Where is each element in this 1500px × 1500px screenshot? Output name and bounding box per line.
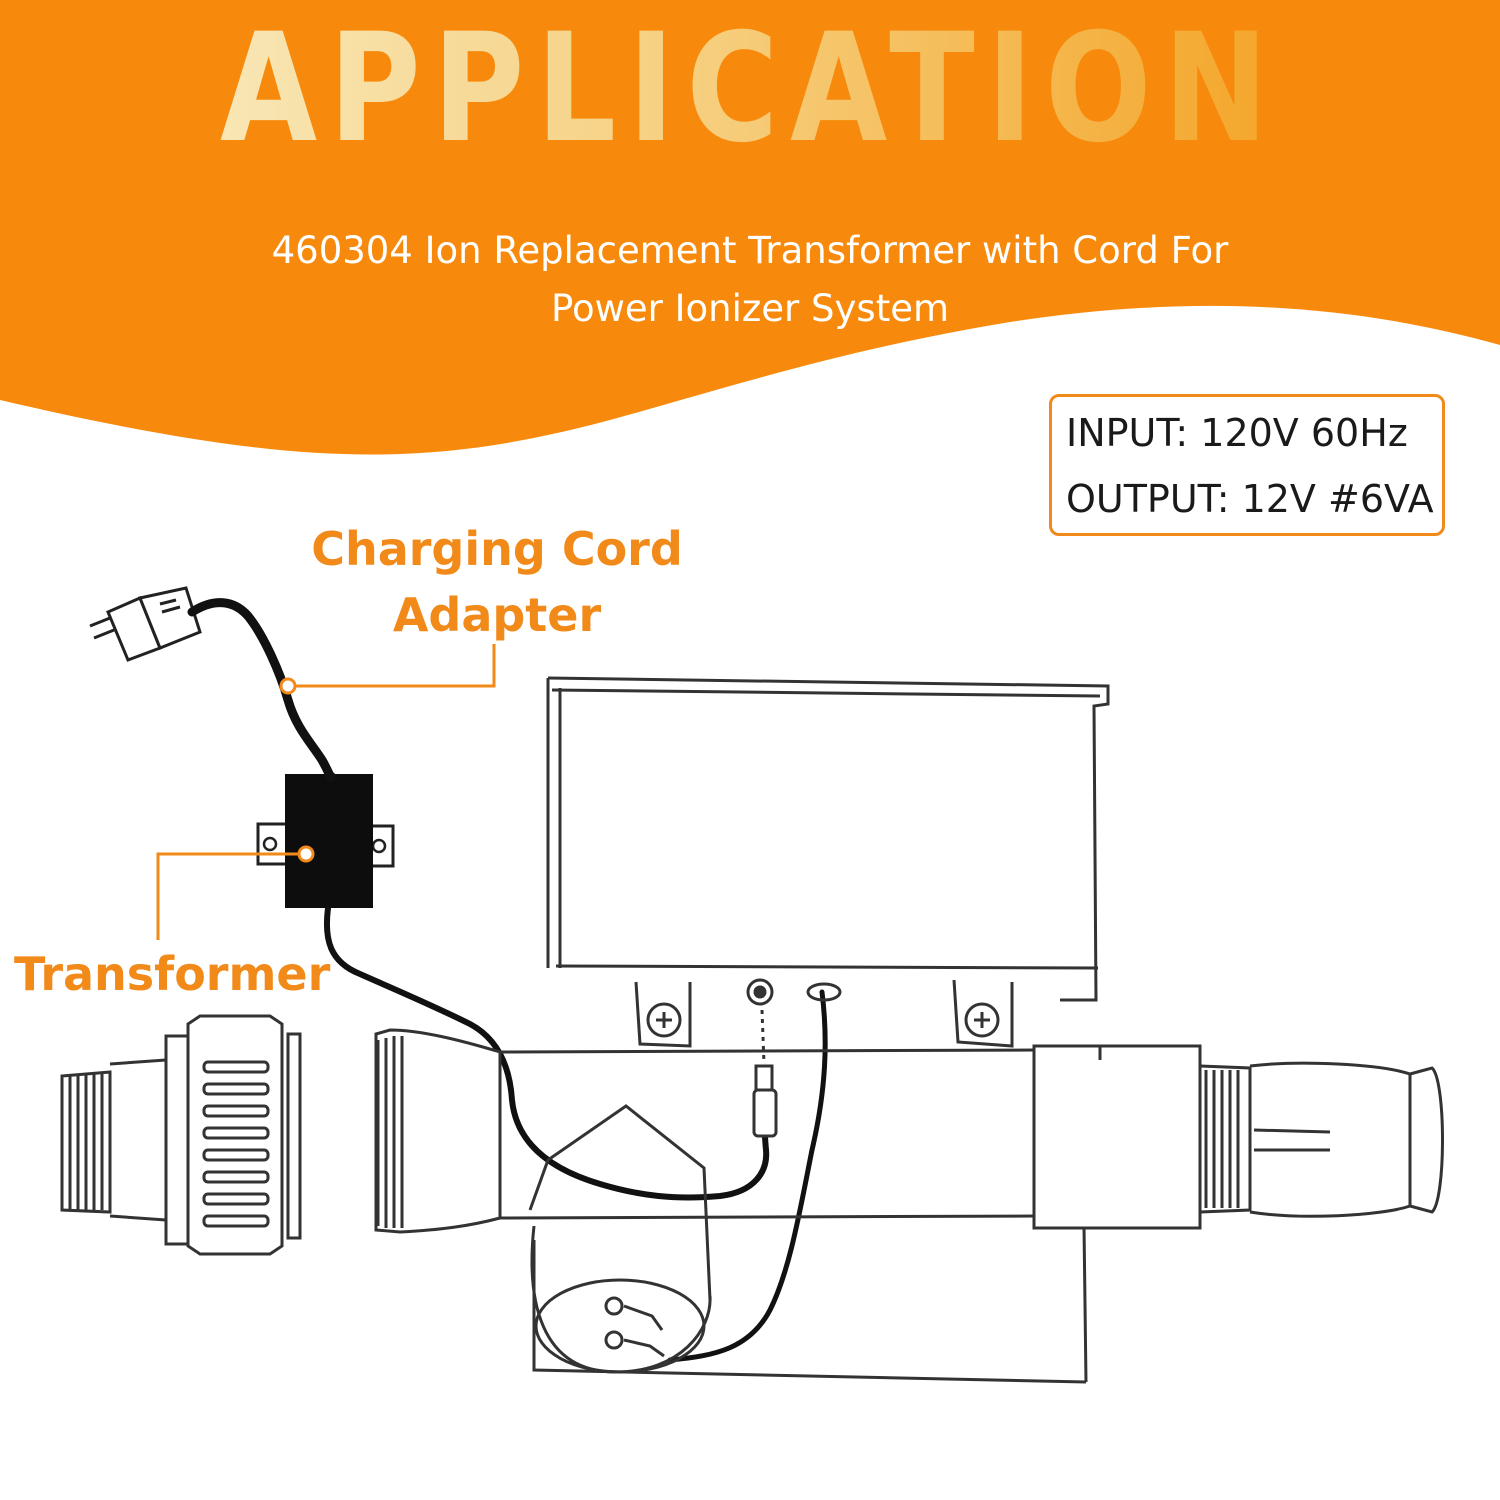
cord-callout-line-2: Adapter — [392, 588, 602, 642]
plug-icon — [89, 586, 202, 662]
subtitle-line-2: Power Ionizer System — [550, 287, 950, 330]
page-title: APPLICATION APPLICATION — [0, 2, 1500, 354]
spec-box: INPUT: 120V 60Hz OUTPUT: 12V #6VA — [1049, 394, 1445, 536]
output-cord — [323, 905, 770, 1201]
probe-wire — [667, 989, 828, 1363]
title-text: APPLICATION — [220, 10, 1280, 176]
transformer-callout-label: Transformer — [14, 947, 331, 1001]
union-fitting-icon — [60, 1014, 302, 1256]
cord-callout-line-1: Charging Cord — [311, 522, 683, 576]
cord-callout-leader — [279, 644, 496, 695]
title-svg: APPLICATION APPLICATION — [220, 2, 1280, 354]
subtitle-line-1: 460304 Ion Replacement Transformer with … — [271, 229, 1229, 272]
page-subtitle: 460304 Ion Replacement Transformer with … — [0, 222, 1500, 338]
barb-fitting-icon — [1199, 1061, 1444, 1218]
power-cord — [187, 598, 336, 782]
header-banner — [0, 0, 1500, 455]
transformer-icon — [256, 774, 395, 908]
ionizer-unit-icon — [374, 676, 1202, 1384]
output-spec: OUTPUT: 12V #6VA — [1066, 477, 1434, 521]
input-spec: INPUT: 120V 60Hz — [1066, 411, 1408, 455]
transformer-callout-leader — [156, 845, 315, 940]
cord-callout-label: Charging Cord Adapter — [300, 516, 694, 648]
